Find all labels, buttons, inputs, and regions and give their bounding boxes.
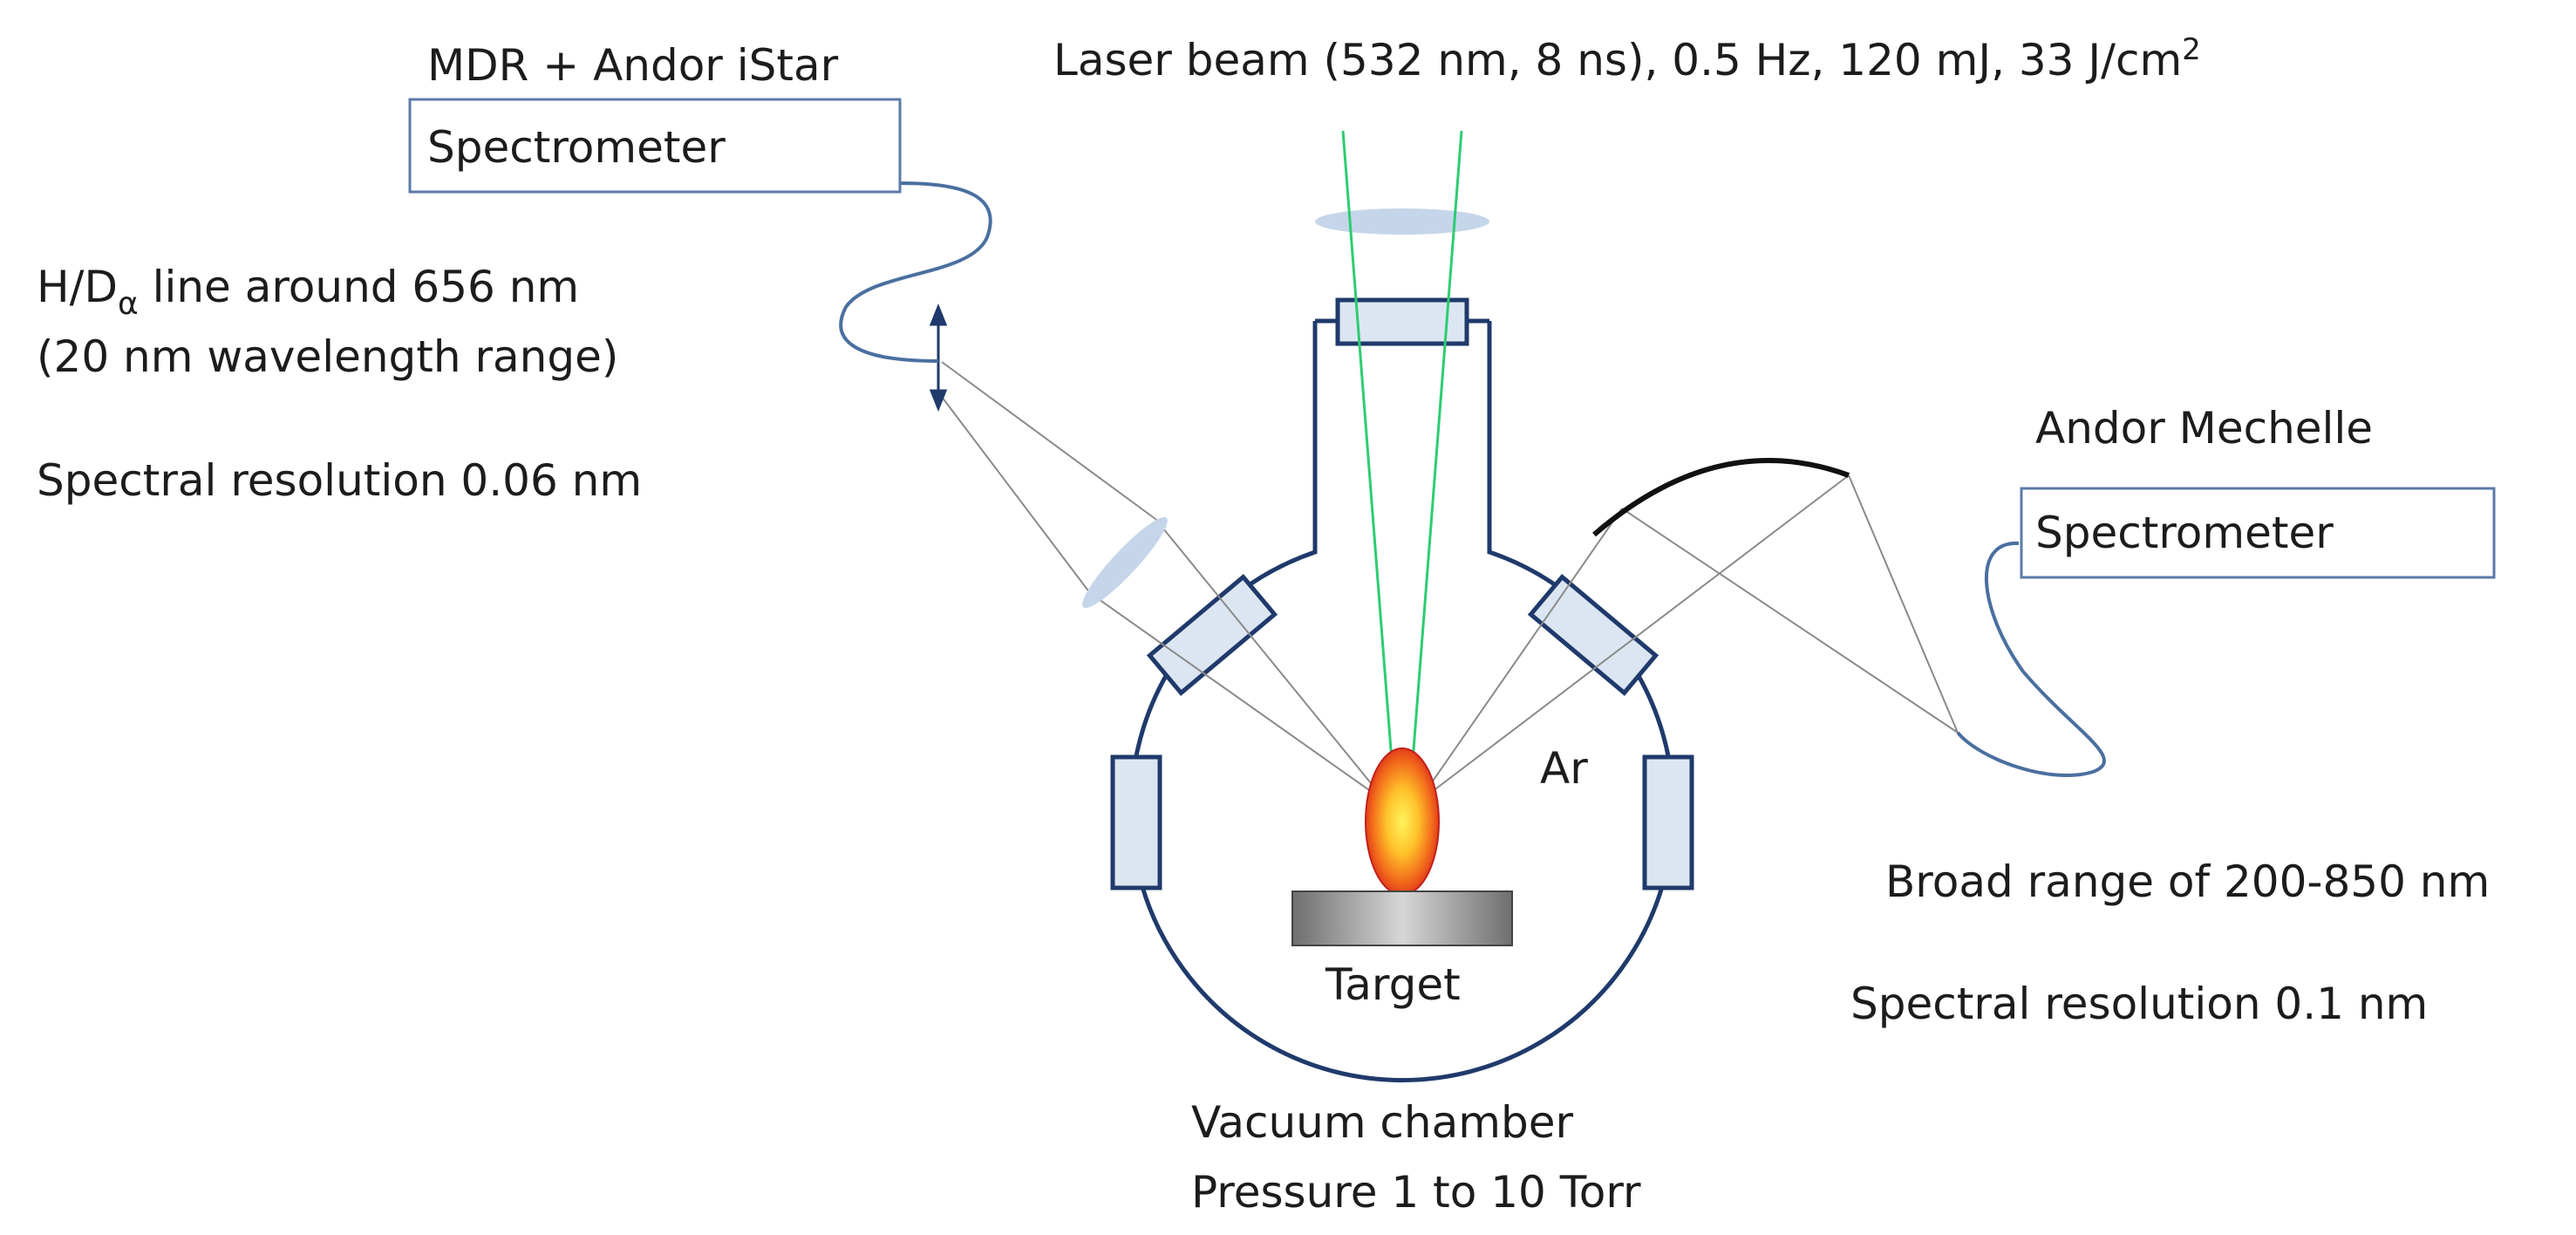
left-spectrometer-name: MDR + Andor iStar (427, 40, 839, 91)
right-spectrometer-name: Andor Mechelle (2035, 403, 2373, 454)
pressure-label: Pressure 1 to 10 Torr (1191, 1167, 1641, 1218)
wavelength-range-label: (20 nm wavelength range) (37, 331, 618, 382)
left-optical-fiber (839, 181, 992, 363)
left-collection-lens (1082, 516, 1168, 609)
right-optical-fiber (1956, 541, 2106, 777)
argon-gas-label: Ar (1540, 743, 1588, 794)
focusing-lens (1315, 208, 1489, 235)
target-label: Target (1325, 959, 1461, 1010)
right-collection-light-path (1417, 474, 1959, 803)
laser-beam-left-edge (1341, 130, 1399, 829)
fiber-adjustment-arrow-icon (929, 303, 948, 413)
left-side-window (1110, 754, 1162, 890)
right-side-window (1642, 754, 1694, 890)
left-spectrometer-box (408, 98, 902, 194)
right-spectral-resolution-label: Spectral resolution 0.1 nm (1850, 979, 2428, 1029)
right-observation-window (1527, 574, 1659, 696)
target-block (1291, 890, 1513, 946)
left-collection-light-path (941, 361, 1387, 803)
left-observation-window (1146, 574, 1278, 696)
broad-range-label: Broad range of 200-850 nm (1885, 856, 2490, 907)
plasma-plume (1365, 747, 1440, 896)
left-spectral-resolution-label: Spectral resolution 0.06 nm (37, 455, 642, 506)
curved-mirror (1592, 458, 1850, 537)
left-spectrometer-label: Spectrometer (427, 122, 726, 173)
right-spectrometer-box (2020, 487, 2496, 579)
laser-beam-label: Laser beam (532 nm, 8 ns), 0.5 Hz, 120 m… (1053, 32, 2201, 85)
laser-beam-right-edge (1406, 130, 1463, 829)
hd-alpha-line-label: H/Dα line around 656 nm (37, 262, 579, 322)
vacuum-chamber-label: Vacuum chamber (1191, 1097, 1573, 1148)
right-spectrometer-label: Spectrometer (2035, 508, 2334, 558)
vacuum-chamber-outline (1128, 321, 1676, 1082)
